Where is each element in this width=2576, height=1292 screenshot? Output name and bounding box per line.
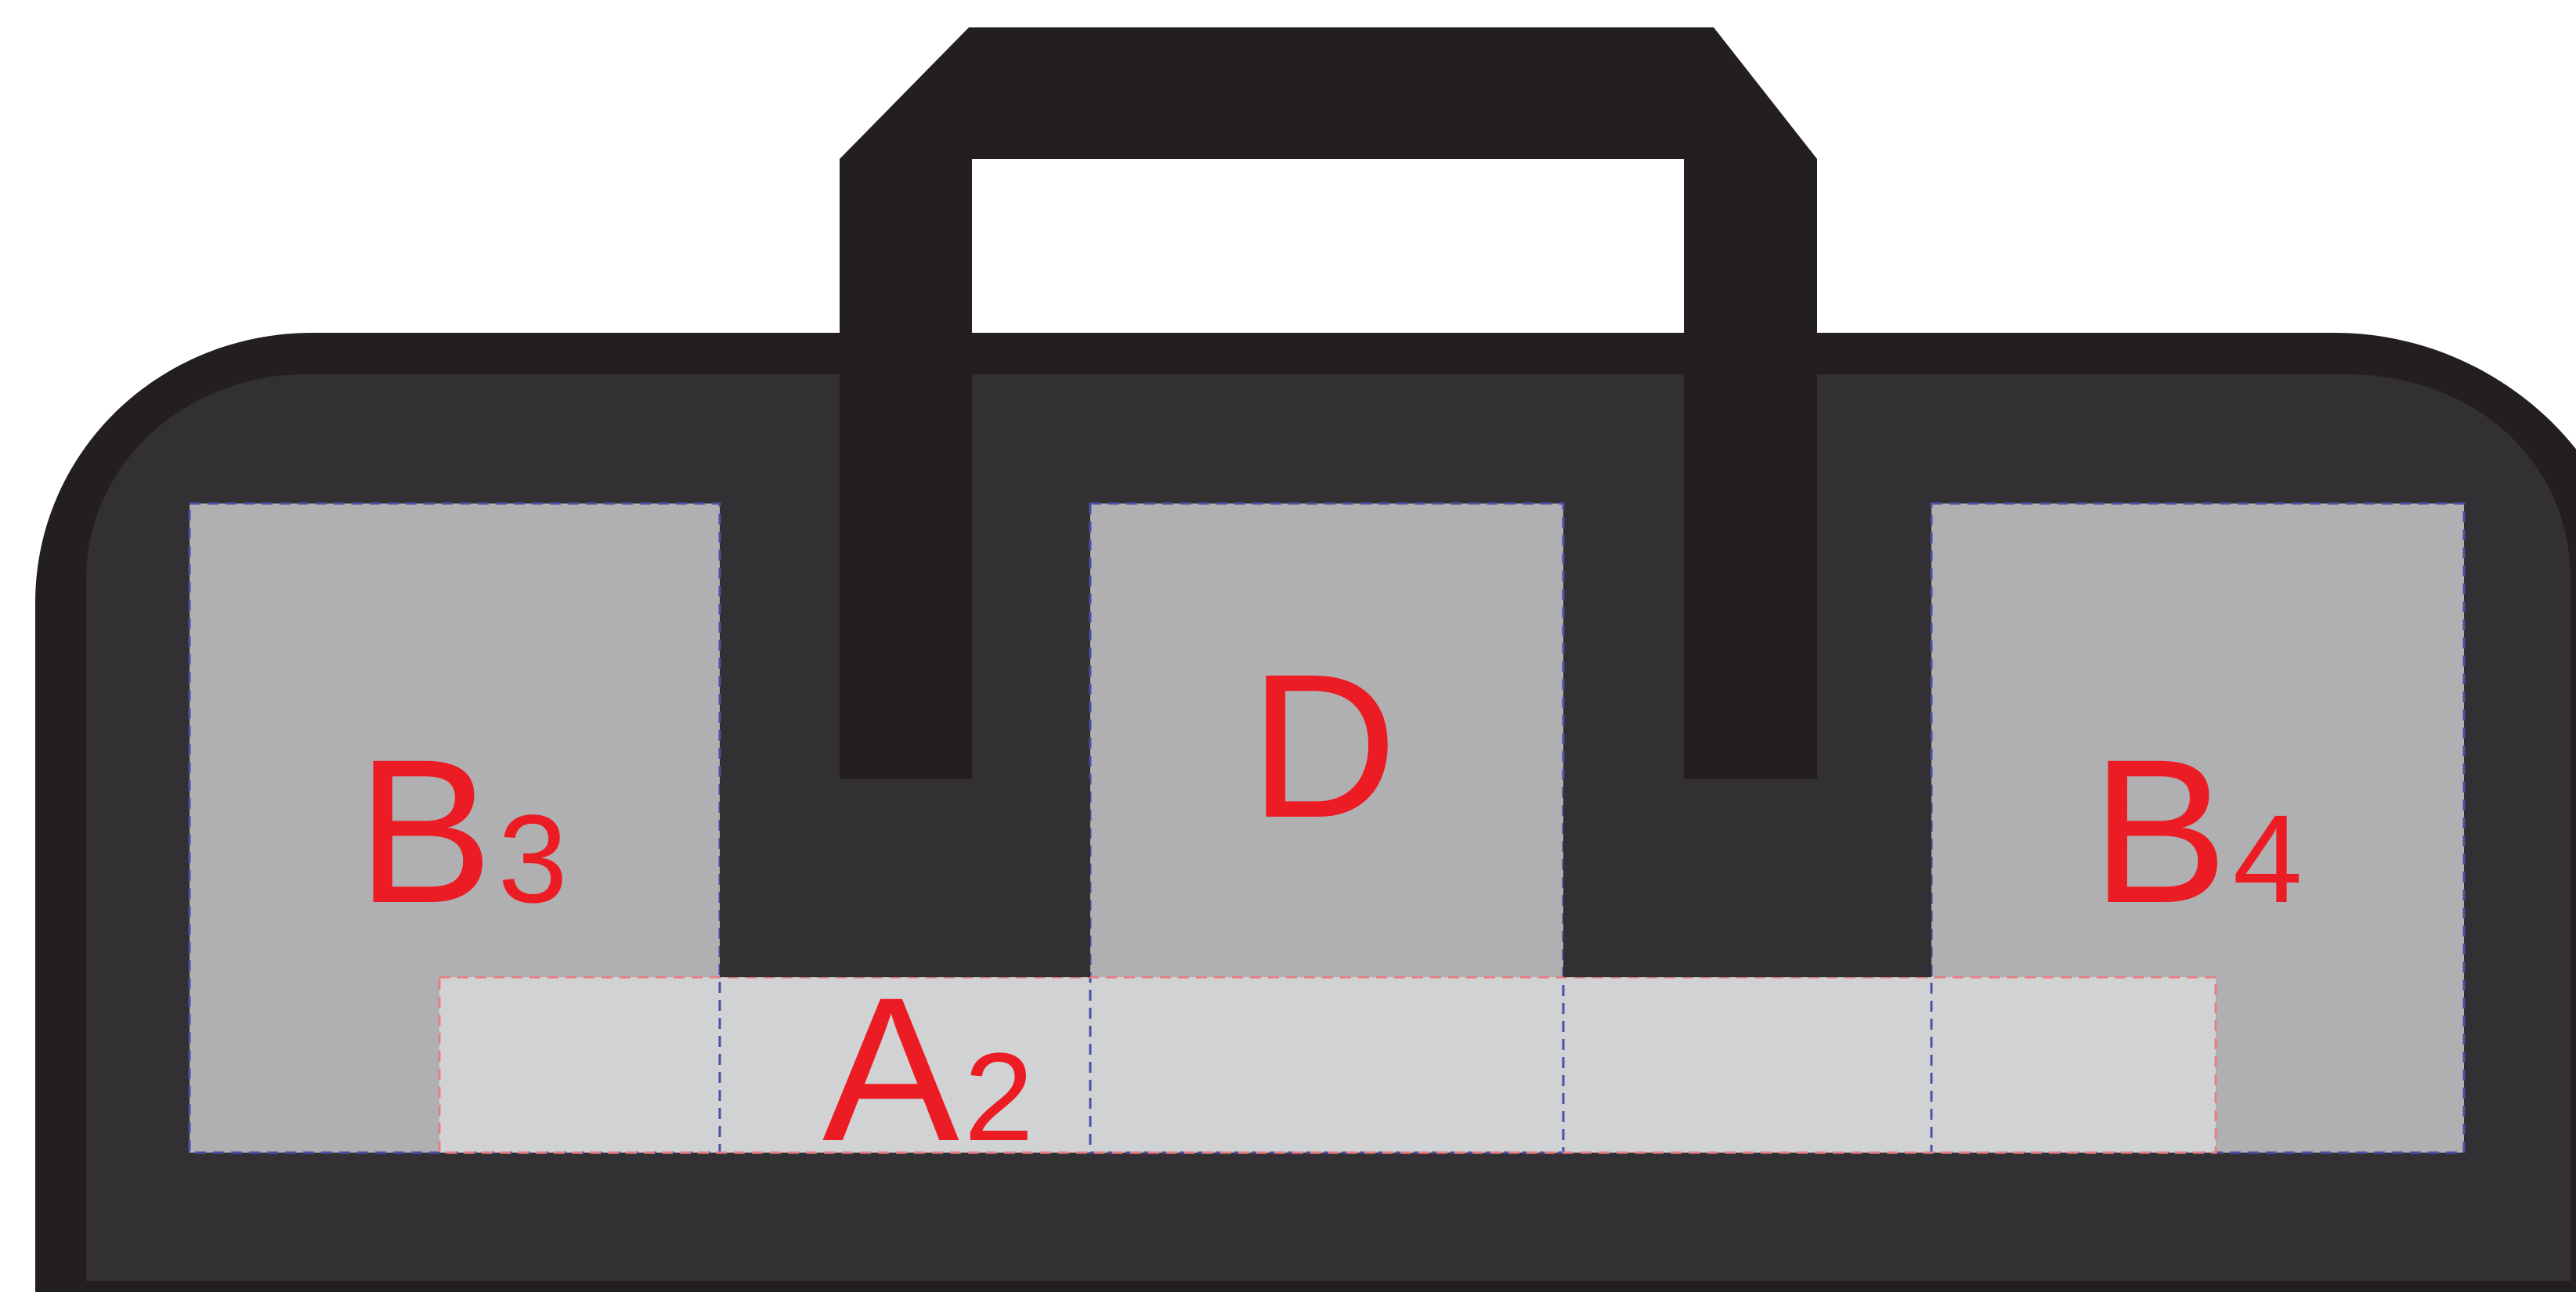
label-b4-subscript: 4 <box>2233 789 2303 929</box>
label-b3-subscript: 3 <box>498 789 568 929</box>
handle-right-shadow <box>1563 779 1931 977</box>
handle-top-bar <box>840 27 1817 333</box>
handle-right-strap <box>1684 329 1817 779</box>
label-b3-letter: B <box>356 716 493 946</box>
zone-a2-strip <box>439 977 2216 1153</box>
label-d: D <box>1249 631 1397 861</box>
label-a2-letter: A <box>822 955 960 1184</box>
label-b4-letter: B <box>2091 716 2228 946</box>
label-a2-subscript: 2 <box>964 1027 1034 1167</box>
handle-left-shadow <box>720 779 1090 977</box>
handle-left-strap <box>840 329 972 779</box>
